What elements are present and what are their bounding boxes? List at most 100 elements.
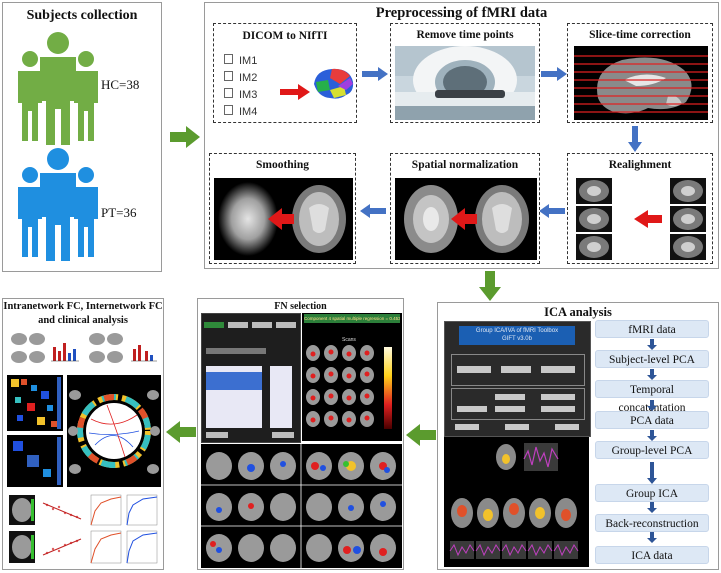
fn-network-maps-image: [201, 444, 402, 568]
normalize-brains-image: [395, 178, 537, 260]
flow-step-pca-data: PCA data: [595, 411, 709, 429]
gift-gui-button[interactable]: [457, 366, 491, 373]
fn-scans-label: Scans: [342, 337, 356, 343]
green-arrow-left-icon: [406, 424, 436, 446]
flow-arrows: [647, 339, 657, 543]
sagittal-slices-image: [574, 46, 708, 120]
hc-people-icon: [18, 32, 98, 145]
smoothing-brains-image: [214, 178, 353, 260]
dicom-file-item: IM4: [224, 105, 257, 122]
gift-gui-button[interactable]: [495, 406, 525, 412]
realign-step-box: Realighment: [567, 153, 713, 264]
file-icon: [224, 71, 233, 81]
fn-scans-header: Component 4 spatial multiple regression …: [304, 314, 400, 323]
dicom-step-title: DICOM to NIfTI: [242, 30, 328, 42]
normalize-step-box: Spatial normalization: [390, 153, 540, 264]
gift-gui-button[interactable]: [541, 394, 575, 400]
pt-people-icon: [18, 148, 98, 261]
smoothing-step-title: Smoothing: [255, 159, 310, 171]
fn-gui-list[interactable]: [270, 366, 292, 428]
fn-slices-image: [306, 345, 374, 427]
fn-gui-tab[interactable]: [204, 322, 224, 328]
file-label: IM2: [239, 72, 258, 84]
gift-gui-button[interactable]: [495, 394, 525, 400]
dicom-file-list: IM1 IM2 IM3 IM4: [224, 54, 257, 122]
normalize-step-title: Spatial normalization: [411, 159, 519, 171]
blue-arrow-right-icon: [362, 67, 388, 81]
dicom-file-item: IM2: [224, 71, 257, 88]
fn-gui-tab[interactable]: [276, 322, 296, 328]
fn-gui-tab[interactable]: [228, 322, 248, 328]
fn-gui-button[interactable]: [206, 432, 228, 438]
hc-count: HC=38: [101, 77, 140, 92]
gift-gui-button[interactable]: [457, 406, 487, 412]
fn-colorbar: [384, 347, 392, 429]
results-panel: Intranetwork FC, Internetwork FC and cli…: [2, 298, 164, 570]
results-fc-matrix-image: [7, 375, 63, 431]
file-label: IM3: [239, 89, 258, 101]
results-connectogram-image: [67, 375, 161, 487]
gift-gui-title: Group ICA/IVA of fMRI Toolbox: [475, 328, 559, 334]
preprocessing-panel: Preprocessing of fMRI data DICOM to NIfT…: [204, 2, 719, 269]
gift-gui-header: Group ICA/IVA of fMRI Toolbox GIFT v3.0b: [459, 326, 575, 345]
gift-gui-button[interactable]: [455, 424, 479, 430]
preprocessing-title: Preprocessing of fMRI data: [375, 5, 548, 21]
results-fc-matrix-2-image: [7, 435, 63, 487]
blue-arrow-right-icon: [541, 67, 567, 81]
red-arrow-right-icon: [280, 84, 310, 100]
gift-gui-button[interactable]: [541, 406, 575, 412]
green-arrow-left-icon: [166, 421, 196, 443]
gift-gui-section: [451, 388, 585, 420]
green-arrow-right-icon: [170, 126, 200, 148]
file-icon: [224, 88, 233, 98]
fn-gui-list-highlight: [206, 372, 262, 390]
dicom-file-item: IM3: [224, 88, 257, 105]
subjects-panel: Subjects collection HC=38 PT=36: [2, 2, 162, 272]
blue-arrow-left-icon: [360, 204, 386, 218]
flow-step-ica-data: ICA data: [595, 546, 709, 564]
gift-gui-button[interactable]: [541, 366, 575, 373]
fn-gui-button[interactable]: [272, 432, 294, 438]
results-title-line2: and clinical analysis: [38, 315, 128, 326]
gift-gui-version: GIFT v3.0b: [502, 336, 532, 342]
flow-step-group-pca: Group-level PCA: [595, 441, 709, 459]
gift-gui-section: [451, 354, 585, 386]
slice-step-box: Slice-time correction: [567, 23, 713, 123]
flow-step-subject-pca: Subject-level PCA: [595, 350, 709, 368]
fn-gui-window: [201, 313, 301, 443]
flow-step-back-reconstruction: Back-reconstruction: [595, 514, 709, 532]
gift-gui-button[interactable]: [501, 366, 531, 373]
subjects-title: Subjects collection: [26, 8, 138, 23]
fn-selection-title: FN selection: [274, 301, 327, 312]
slice-step-title: Slice-time correction: [589, 29, 691, 41]
mri-scanner-image: [395, 46, 535, 120]
gift-gui-button[interactable]: [555, 424, 579, 430]
realign-step-title: Realighment: [608, 159, 672, 171]
fn-gui-toolbar: [204, 322, 296, 328]
ica-components-image: [444, 437, 589, 567]
remove-step-box: Remove time points: [390, 23, 540, 123]
fn-gui-dropdown[interactable]: [206, 348, 266, 354]
fn-gui-tab[interactable]: [252, 322, 272, 328]
remove-step-title: Remove time points: [416, 29, 514, 41]
blue-arrow-down-icon: [628, 126, 642, 152]
results-clinical-plots-image: [7, 491, 161, 567]
dicom-file-item: IM1: [224, 54, 257, 71]
fn-network-grid: [201, 444, 402, 568]
file-label: IM1: [239, 55, 258, 67]
blue-arrow-left-icon: [539, 204, 565, 218]
pt-count: PT=36: [101, 205, 137, 220]
ica-title: ICA analysis: [544, 305, 612, 319]
smoothing-step-box: Smoothing: [209, 153, 356, 264]
flow-step-group-ica: Group ICA: [595, 484, 709, 502]
file-icon: [224, 54, 233, 64]
green-arrow-down-icon: [479, 271, 501, 301]
file-icon: [224, 105, 233, 115]
flow-step-fmri-data: fMRI data: [595, 320, 709, 338]
brain-3d-icon: [314, 68, 354, 99]
results-title-line1: Intranetwork FC, Internetwork FC: [3, 301, 163, 312]
dicom-step-box: DICOM to NIfTI IM1 IM2 IM3 IM4: [213, 23, 357, 123]
gift-gui-window: Group ICA/IVA of fMRI Toolbox GIFT v3.0b: [444, 321, 591, 437]
gift-gui-button[interactable]: [505, 424, 529, 430]
fn-scans-window: Component 4 spatial multiple regression …: [302, 313, 402, 441]
